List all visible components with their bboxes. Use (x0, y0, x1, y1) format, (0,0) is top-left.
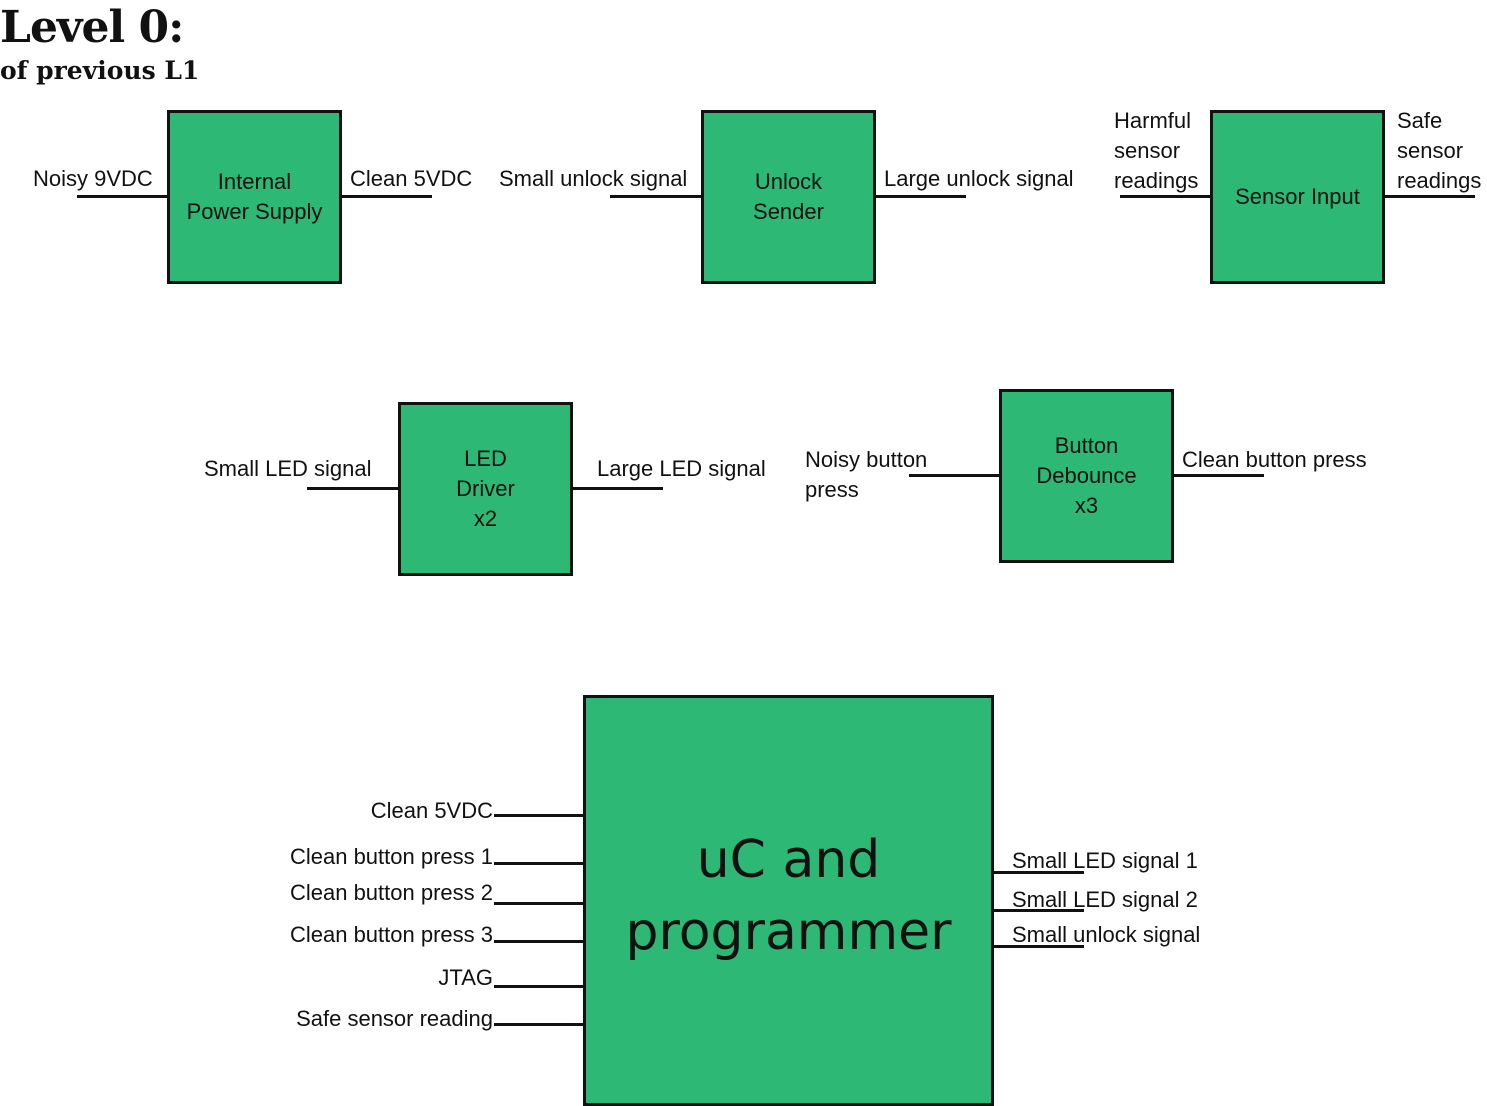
uc-output-label: Small LED signal 1 (1012, 848, 1198, 873)
button-debounce-label: Button Debounce x3 (1036, 433, 1137, 518)
uc-input-label: Clean 5VDC (370, 798, 493, 823)
uc-input-label: Clean button press 2 (289, 880, 493, 905)
led-driver-input-label: Small LED signal (204, 456, 372, 481)
button-debounce-input-wire (909, 474, 1001, 477)
sensor-input-input-label: Harmful sensor readings (1114, 108, 1199, 193)
button-debounce-output-label: Clean button press (1182, 447, 1367, 472)
uc-input-wire (494, 814, 585, 817)
uc-output-label: Small unlock signal (1012, 922, 1201, 947)
uc-output-wire (992, 909, 1084, 912)
button-debounce-output-wire (1172, 474, 1264, 477)
sensor-input-output-label: Safe sensor readings (1397, 108, 1482, 193)
led-driver-output-label: Large LED signal (597, 456, 766, 481)
unlock-sender-label: Unlock Sender (753, 169, 824, 224)
uc-programmer-block: uC and programmer (583, 695, 994, 1106)
uc-input-wire (494, 940, 585, 943)
button-debounce-input-label: Noisy button press (805, 447, 928, 502)
led-driver-output-wire (571, 487, 663, 490)
unlock-sender-output-label: Large unlock signal (884, 166, 1074, 191)
button-debounce-block: Button Debounce x3 (999, 389, 1174, 563)
unlock-sender-input-label: Small unlock signal (499, 166, 688, 191)
page-title: Level 0: (0, 2, 184, 53)
sensor-input-label: Sensor Input (1235, 184, 1360, 209)
page-subtitle: of previous L1 (0, 56, 200, 85)
uc-input-label: JTAG (438, 965, 493, 990)
uc-output-label: Small LED signal 2 (1012, 887, 1198, 912)
uc-input-wire (494, 862, 585, 865)
led-driver-label: LED Driver x2 (456, 446, 515, 531)
uc-output-wire (992, 871, 1084, 874)
power-supply-input-label: Noisy 9VDC (33, 166, 153, 191)
uc-input-label: Clean button press 3 (289, 922, 493, 947)
unlock-sender-block: Unlock Sender (701, 110, 876, 284)
unlock-sender-output-wire (874, 195, 966, 198)
power-supply-label: Internal Power Supply (186, 169, 323, 224)
led-driver-input-wire (307, 487, 400, 490)
uc-input-wire (494, 902, 585, 905)
power-supply-block: Internal Power Supply (167, 110, 342, 284)
unlock-sender-input-wire (610, 195, 703, 198)
uc-input-wire (494, 1023, 585, 1026)
uc-input-wire (494, 985, 585, 988)
led-driver-block: LED Driver x2 (398, 402, 573, 576)
uc-output-wire (992, 945, 1084, 948)
uc-input-label: Safe sensor reading (296, 1006, 493, 1031)
sensor-input-output-wire (1383, 195, 1475, 198)
power-supply-output-wire (340, 195, 432, 198)
uc-programmer-label: uC and programmer (625, 829, 952, 962)
sensor-input-block: Sensor Input (1210, 110, 1385, 284)
sensor-input-input-wire (1120, 195, 1212, 198)
uc-input-label: Clean button press 1 (289, 844, 493, 869)
power-supply-input-wire (77, 195, 169, 198)
power-supply-output-label: Clean 5VDC (350, 166, 473, 191)
